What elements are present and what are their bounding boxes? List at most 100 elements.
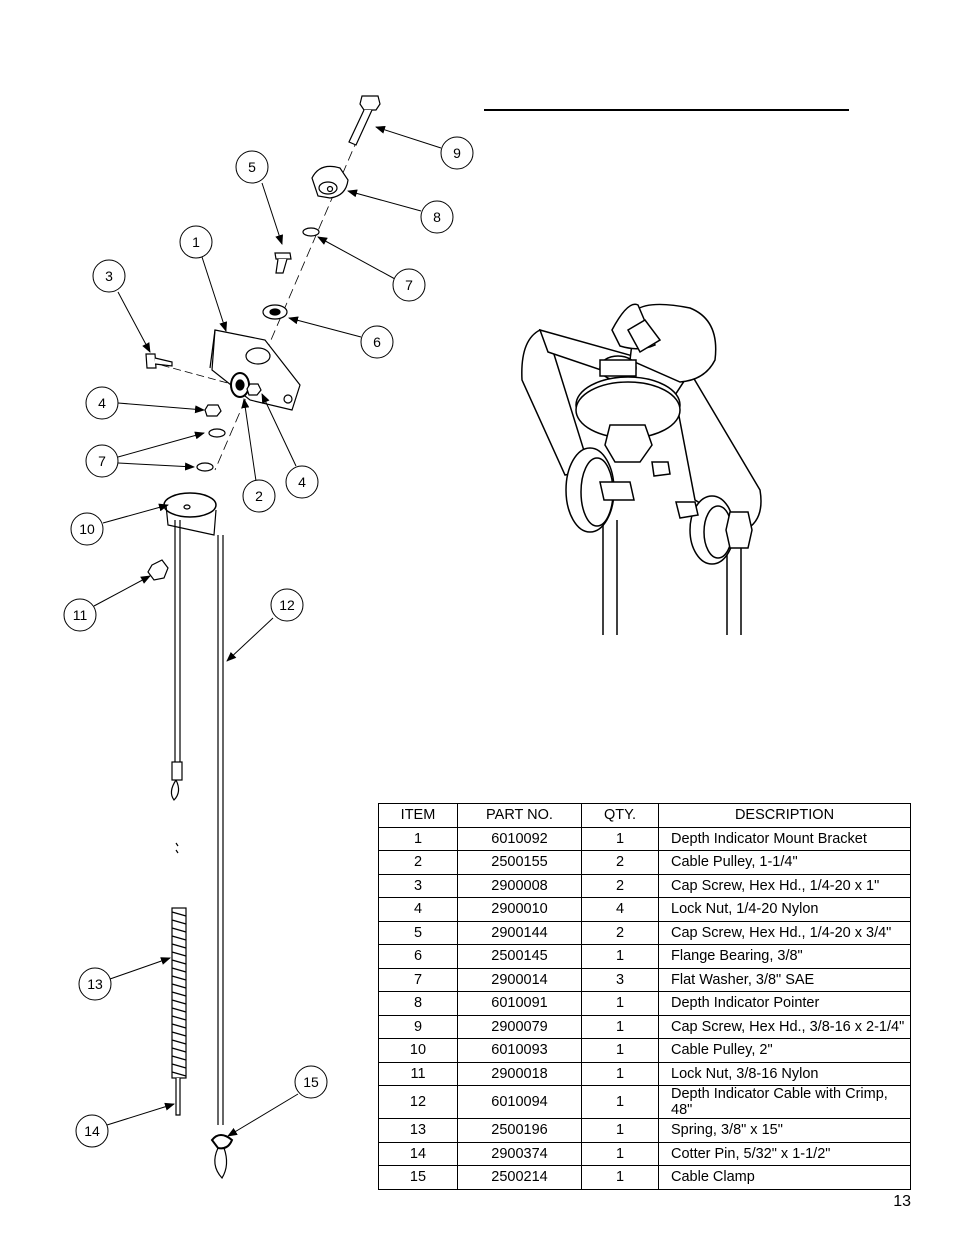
qty-cell: 1 <box>581 1118 659 1143</box>
callout-4-right: 4 <box>285 465 319 499</box>
title-rule <box>484 109 849 111</box>
description-cell: Depth Indicator Mount Bracket <box>658 826 911 851</box>
mount-bracket <box>209 329 301 411</box>
lock-nut-left <box>204 404 222 417</box>
item-cell: 15 <box>378 1165 458 1190</box>
column-header-part-no: PART NO. <box>457 803 582 828</box>
qty-cell: 1 <box>581 991 659 1016</box>
item-cell: 5 <box>378 920 458 945</box>
callout-4-left: 4 <box>85 386 119 420</box>
description-cell: Cotter Pin, 5/32" x 1-1/2" <box>658 1141 911 1166</box>
item-cell: 13 <box>378 1118 458 1143</box>
indicator-pointer <box>311 165 349 199</box>
callout-12: 12 <box>270 588 304 622</box>
washer-top <box>302 227 320 237</box>
description-cell: Flat Washer, 3/8" SAE <box>658 967 911 992</box>
callout-10: 10 <box>70 512 104 546</box>
part-no-cell: 6010094 <box>457 1085 582 1119</box>
qty-cell: 1 <box>581 1165 659 1190</box>
callout-label: 3 <box>105 268 113 284</box>
callout-bubbles: 1 2 3 4 4 5 6 7 7 8 9 10 11 12 13 14 15 <box>63 136 474 1148</box>
cable-clamp <box>210 1134 234 1179</box>
column-header-item: ITEM <box>378 803 458 828</box>
callout-3: 3 <box>92 259 126 293</box>
item-cell: 10 <box>378 1038 458 1063</box>
item-cell: 8 <box>378 991 458 1016</box>
cap-screw-large <box>348 95 381 146</box>
leader-lines <box>93 125 442 1137</box>
description-cell: Cap Screw, Hex Hd., 1/4-20 x 3/4" <box>658 920 911 945</box>
callout-7-left: 7 <box>85 444 119 478</box>
qty-cell: 1 <box>581 1014 659 1039</box>
callout-label: 4 <box>298 474 306 490</box>
spring <box>171 907 187 1079</box>
callout-label: 14 <box>84 1123 100 1139</box>
exploded-assembly <box>145 95 381 1179</box>
description-cell: Cable Pulley, 2" <box>658 1038 911 1063</box>
cap-screw-side <box>145 353 173 369</box>
callout-11: 11 <box>63 598 97 632</box>
column-header-qty: QTY. <box>581 803 659 828</box>
callout-1: 1 <box>179 225 213 259</box>
callout-7-right: 7 <box>392 268 426 302</box>
cap-screw-small <box>274 252 292 274</box>
callout-label: 5 <box>248 159 256 175</box>
qty-cell: 1 <box>581 1038 659 1063</box>
part-no-cell: 2900014 <box>457 967 582 992</box>
washer-bottom <box>196 462 214 472</box>
page-number: 13 <box>893 1193 911 1210</box>
callout-label: 9 <box>453 145 461 161</box>
description-cell: Lock Nut, 3/8-16 Nylon <box>658 1061 911 1086</box>
qty-cell: 2 <box>581 850 659 875</box>
callout-5: 5 <box>235 150 269 184</box>
part-no-cell: 6010091 <box>457 991 582 1016</box>
lock-nut-large <box>147 559 169 581</box>
part-no-cell: 2500214 <box>457 1165 582 1190</box>
part-no-cell: 2500155 <box>457 850 582 875</box>
callout-label: 13 <box>87 976 103 992</box>
cable-pulley-small <box>230 372 250 398</box>
cable-right-strand <box>217 535 224 1125</box>
callout-9: 9 <box>440 136 474 170</box>
description-cell: Depth Indicator Cable with Crimp, 48" <box>658 1085 911 1119</box>
qty-cell: 1 <box>581 944 659 969</box>
description-cell: Flange Bearing, 3/8" <box>658 944 911 969</box>
qty-cell: 1 <box>581 1141 659 1166</box>
item-cell: 11 <box>378 1061 458 1086</box>
flange-bearing <box>262 304 288 320</box>
part-no-cell: 2900144 <box>457 920 582 945</box>
item-cell: 3 <box>378 873 458 898</box>
item-cell: 14 <box>378 1141 458 1166</box>
callout-label: 4 <box>98 395 106 411</box>
part-no-cell: 2900008 <box>457 873 582 898</box>
item-cell: 2 <box>378 850 458 875</box>
description-cell: Depth Indicator Pointer <box>658 991 911 1016</box>
description-cell: Cable Pulley, 1-1/4" <box>658 850 911 875</box>
qty-cell: 1 <box>581 1061 659 1086</box>
item-cell: 6 <box>378 944 458 969</box>
washer-middle <box>208 428 226 438</box>
assembled-view <box>521 303 762 635</box>
callout-label: 2 <box>255 488 263 504</box>
callout-6: 6 <box>360 325 394 359</box>
cable-left-strand <box>170 520 183 854</box>
qty-cell: 2 <box>581 873 659 898</box>
item-cell: 4 <box>378 897 458 922</box>
qty-cell: 1 <box>581 1085 659 1119</box>
part-no-cell: 2900018 <box>457 1061 582 1086</box>
callout-label: 7 <box>405 277 413 293</box>
qty-cell: 2 <box>581 920 659 945</box>
part-no-cell: 2900010 <box>457 897 582 922</box>
lock-nut-right <box>246 383 262 396</box>
